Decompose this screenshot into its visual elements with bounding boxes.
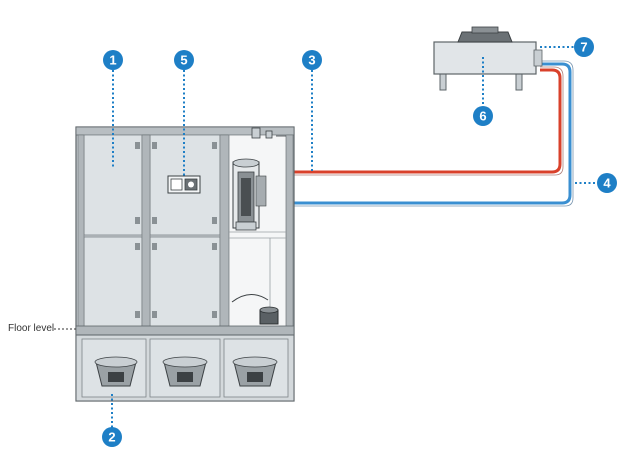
top-fittings [251,127,286,139]
fan-left [94,356,138,387]
control-display [167,175,201,194]
callout-6: 6 [473,106,493,126]
panel-latches [135,142,217,318]
callout-1-number: 1 [109,53,116,68]
post-1 [77,134,85,328]
compressor [232,158,267,231]
callout-4: 4 [597,173,617,193]
panel-left-upper [83,134,143,236]
callout-1: 1 [103,50,123,70]
callout-5-number: 5 [180,53,187,68]
post-2 [141,134,151,328]
callout-2-number: 2 [108,430,115,445]
outdoor-condenser-unit [433,26,543,91]
floor-level-label: Floor level [8,323,54,334]
cold-pipe-outline [262,60,574,207]
panel-mid-lower [149,236,221,328]
hot-pipe [262,68,562,174]
callout-7-number: 7 [580,40,587,55]
indoor-unit [75,126,295,402]
callout-4-number: 4 [603,176,611,191]
fan-right [232,356,278,387]
callout-6-number: 6 [479,109,486,124]
callout-5: 5 [174,50,194,70]
post-3 [219,134,230,328]
base-beam [75,325,295,336]
condenser-fan-cap [471,26,499,34]
condenser-body [433,41,537,75]
post-4 [285,134,294,328]
refrigerant-pipes [262,60,574,207]
condenser-connector [533,49,543,67]
floor-level-marker: Floor level [8,323,76,334]
callout-leaders [111,46,598,428]
fan-center [162,356,208,387]
condensate-pump [231,294,279,325]
hot-pipe-outline [262,66,564,176]
cold-pipe [262,62,572,205]
callout-3-number: 3 [308,53,315,68]
callout-7: 7 [574,37,594,57]
callout-2: 2 [102,427,122,447]
callout-3: 3 [302,50,322,70]
panel-left-lower [83,236,143,328]
condenser-fan-top [457,31,513,43]
